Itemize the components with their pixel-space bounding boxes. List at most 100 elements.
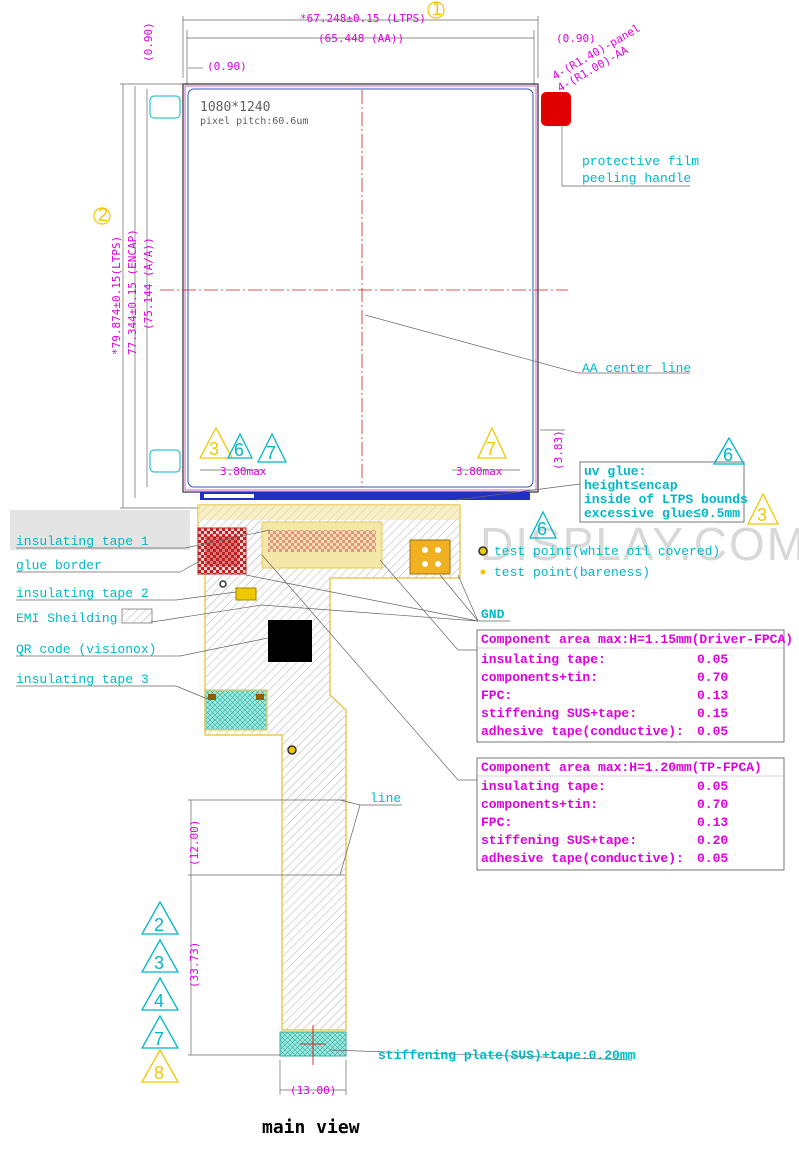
active-area-outline: [187, 88, 534, 488]
right-max-label: 3.80max: [456, 465, 503, 478]
tp-row-label: FPC:: [481, 815, 512, 830]
tp-row-value: 0.70: [697, 797, 728, 812]
tri-stack-2: 2: [140, 900, 180, 935]
qr-code-label: QR code (visionox): [16, 642, 156, 657]
tri-stack-8: 8: [140, 1048, 180, 1083]
line-label: line: [370, 791, 401, 806]
tri-7-left: 7: [256, 432, 288, 463]
svg-text:8: 8: [154, 1063, 164, 1083]
ltps-width-label: *67.248±0.15 (LTPS): [300, 12, 426, 25]
svg-text:7: 7: [154, 1029, 164, 1049]
ltps-height-label: *79.874±0.15(LTPS): [110, 236, 123, 355]
driver-row-label: adhesive tape(conductive):: [481, 724, 684, 739]
caption-main-view: main view: [262, 1117, 360, 1138]
left-side-margin-label: (0.90): [207, 60, 247, 73]
fpc-seg-1-label: (12.00): [188, 820, 201, 866]
insulating-tape-1-label: insulating tape 1: [16, 534, 149, 549]
left-tab-bottom: [149, 449, 181, 473]
tp-row-value: 0.05: [697, 779, 728, 794]
driver-row-label: components+tin:: [481, 670, 598, 685]
driver-row-label: stiffening SUS+tape:: [481, 706, 637, 721]
aa-height-label: (75.144 (A/A)): [142, 237, 155, 330]
svg-text:6: 6: [537, 519, 547, 539]
tp-table-rows: insulating tape: 0.05 components+tin: 0.…: [481, 779, 728, 866]
watermark-logo: [10, 510, 190, 550]
insulating-tape-2-region: [235, 587, 257, 601]
peeling-handle: [541, 92, 571, 126]
gnd-label: GND: [481, 607, 505, 622]
marker-circle-1: [427, 1, 445, 19]
svg-text:3: 3: [209, 439, 219, 459]
svg-text:2: 2: [154, 915, 164, 935]
tp-row-label: insulating tape:: [481, 779, 606, 794]
pixel-pitch-label: pixel pitch:60.6um: [200, 116, 308, 127]
svg-text:7: 7: [486, 439, 496, 459]
svg-text:3: 3: [757, 505, 767, 525]
driver-row-label: insulating tape:: [481, 652, 606, 667]
aa-center-line-label: AA center line: [582, 361, 691, 376]
qr-code: [268, 620, 312, 662]
tri-7-right: 7: [476, 426, 508, 459]
svg-text:6: 6: [234, 440, 244, 460]
tp-row-value: 0.05: [697, 851, 728, 866]
ltps-panel-outline: [182, 83, 539, 493]
svg-text:4: 4: [154, 991, 164, 1011]
tp-table: [476, 757, 785, 871]
stiffening-plate-label: stiffening plate(SUS)+tape:0.20mm: [378, 1048, 636, 1063]
driver-row-value: 0.13: [697, 688, 728, 703]
uv-glue-label-3: inside of LTPS bounds: [584, 492, 748, 507]
tri-3-uv: 3: [746, 492, 780, 525]
tri-stack-4: 4: [140, 976, 180, 1011]
tri-6-uv: 6: [712, 436, 746, 465]
fpc-body: [197, 504, 461, 1031]
svg-text:7: 7: [266, 443, 276, 463]
tp-row-value: 0.13: [697, 815, 728, 830]
encap-outline: [184, 85, 537, 491]
test-point-bare-icon: [480, 569, 486, 575]
driver-table: [476, 629, 785, 743]
svg-text:6: 6: [723, 445, 733, 465]
fpc-seg-2-label: (33.73): [188, 942, 201, 988]
marker-circle-2-label: 2: [98, 205, 108, 225]
stiffener-width-label: (13.00): [290, 1084, 336, 1097]
test-point-fpc: [287, 745, 297, 755]
glue-border-label: glue border: [16, 558, 102, 573]
tri-3-left: 3: [198, 426, 234, 459]
top-left-margin-label: (0.90): [142, 22, 155, 62]
emi-shielding-label: EMI Sheilding: [16, 611, 117, 626]
left-max-label: 3.80max: [220, 465, 267, 478]
uv-glue-box: [579, 461, 745, 523]
left-tab-top: [149, 95, 181, 119]
driver-row-value: 0.70: [697, 670, 728, 685]
driver-row-value: 0.05: [697, 652, 728, 667]
uv-glue-label-4: excessive glue≤0.5mm: [584, 506, 740, 521]
protective-film-label-2: peeling handle: [582, 171, 691, 186]
blue-border-strip: [200, 492, 530, 500]
driver-row-value: 0.05: [697, 724, 728, 739]
tp-row-label: components+tin:: [481, 797, 598, 812]
insulating-tape-3-label: insulating tape 3: [16, 672, 149, 687]
insulating-tape-2-label: insulating tape 2: [16, 586, 149, 601]
driver-row-label: FPC:: [481, 688, 512, 703]
watermark: DISPLAY.COM: [480, 518, 799, 570]
aa-width-label: (65.448 (AA)): [318, 32, 404, 45]
tri-stack-3: 3: [140, 938, 180, 973]
uv-glue-label-2: height≤encap: [584, 478, 678, 493]
tp-row-value: 0.20: [697, 833, 728, 848]
component-pad-block: [409, 539, 451, 575]
tri-stack-7: 7: [140, 1014, 180, 1049]
driver-table-rows: insulating tape: 0.05 components+tin: 0.…: [481, 652, 728, 739]
svg-text:3: 3: [154, 953, 164, 973]
tp-row-label: adhesive tape(conductive):: [481, 851, 684, 866]
test-point-bare-label: test point(bareness): [494, 565, 650, 580]
test-point-white-icon: [478, 546, 488, 556]
marker-circle-1-label: 1: [432, 0, 442, 19]
tp-row-label: stiffening SUS+tape:: [481, 833, 637, 848]
resolution-label: 1080*1240: [200, 100, 270, 115]
marker-circle-2: [93, 207, 111, 225]
tp-table-title: Component area max:H=1.20mm(TP-FPCA): [481, 760, 762, 775]
driver-table-title: Component area max:H=1.15mm(Driver-FPCA): [481, 632, 793, 647]
encap-height-label: 77.344±0.15 (ENCAP): [126, 229, 139, 355]
top-right-margin-label: (0.90): [556, 32, 596, 45]
